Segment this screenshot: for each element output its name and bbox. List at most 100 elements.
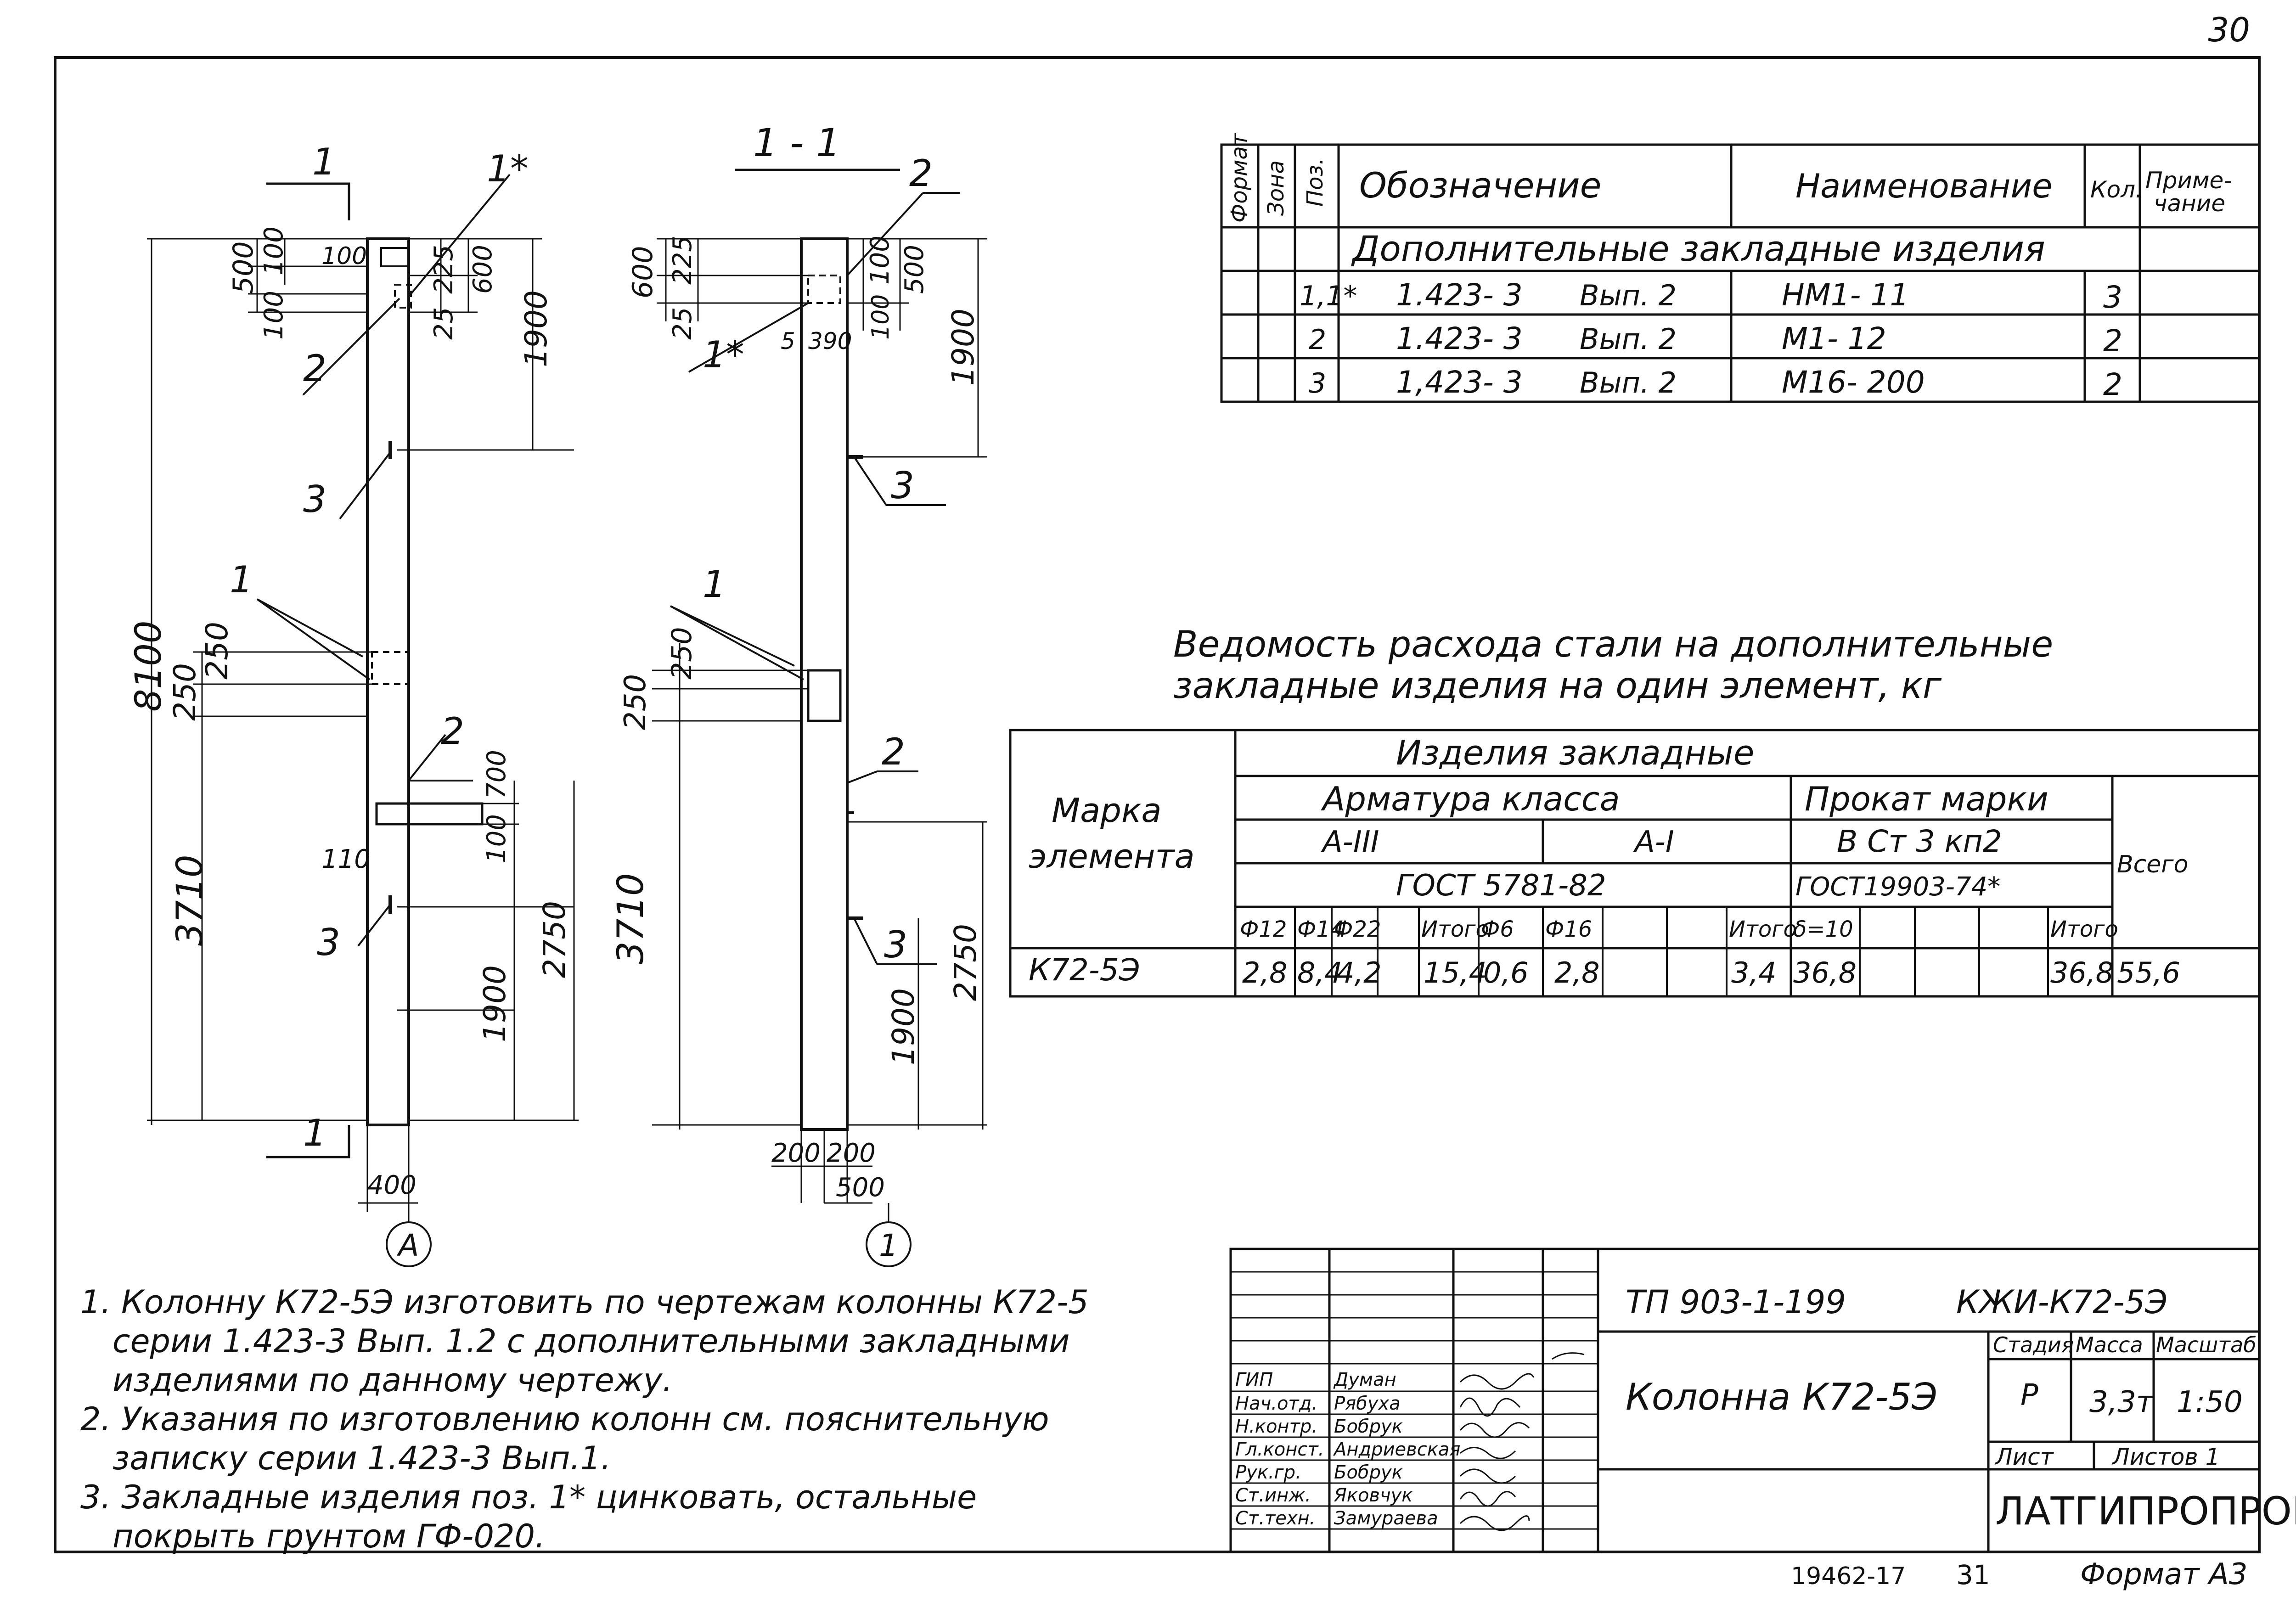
- steel-val-f16: 2,8: [1554, 956, 1600, 989]
- spec-row-3-issue: Вып. 2: [1580, 366, 1677, 399]
- dim-250-section-b: 250: [619, 674, 653, 730]
- axis-bubble-A: [386, 1221, 432, 1267]
- callout-2-section-mid: 2: [882, 731, 905, 773]
- steel-row-values: 2,8 8,4 4,2 15,4 0,6 2,8 3,4 36,8 36,8 5…: [1242, 956, 2180, 989]
- dim-25-section: 25: [668, 307, 698, 340]
- spec-header-pos: Поз.: [1302, 158, 1328, 207]
- dim-3710-facade: 3710: [169, 854, 211, 946]
- footer-sheet: 31: [1956, 1559, 1990, 1591]
- dim-25-facade: 25: [429, 307, 459, 340]
- callout-2-section-top: 2: [909, 152, 933, 195]
- spec-row-1-issue: Вып. 2: [1580, 279, 1677, 312]
- dim-500-facade: 500: [227, 241, 259, 294]
- note-1-line-1: 1. Колонну К72-5Э изготовить по чертежам…: [80, 1283, 1089, 1321]
- callout-3-facade-top: 3: [303, 478, 326, 521]
- dim-1900-section-low: 1900: [886, 988, 921, 1065]
- footer-inventory: 19462-17: [1791, 1563, 1906, 1590]
- tb-title: Колонна К72-5Э: [1626, 1376, 1937, 1418]
- tb-stage-header: Стадия: [1993, 1332, 2074, 1357]
- staff-role-6: Ст.инж.: [1235, 1485, 1311, 1506]
- dim-200-section-b: 200: [827, 1138, 876, 1168]
- staff-role-7: Ст.техн.: [1235, 1508, 1315, 1529]
- staff-role-1: ГИП: [1235, 1369, 1273, 1390]
- dim-250-facade-a: 250: [199, 622, 235, 680]
- spec-header-qty: Кол.: [2090, 176, 2143, 203]
- dim-225-section: 225: [668, 236, 698, 285]
- staff-name-2: Рябуха: [1334, 1393, 1401, 1414]
- steel-title-line-2: закладные изделия на один элемент, кг: [1173, 665, 1942, 707]
- tb-scale: 1:50: [2177, 1385, 2243, 1419]
- steel-mark-header-2: элемента: [1029, 837, 1195, 876]
- steel-val-total-1: 15,4: [1424, 956, 1487, 989]
- signatures: [1459, 1352, 1585, 1531]
- section-title: 1 - 1: [753, 120, 841, 165]
- dim-1900-section-top: 1900: [945, 309, 981, 386]
- dim-100-facade-b: 100: [259, 226, 289, 275]
- dim-2750-facade: 2750: [537, 901, 572, 978]
- tb-stage: Р: [2020, 1378, 2038, 1412]
- staff-role-5: Рук.гр.: [1235, 1462, 1301, 1483]
- steel-val-delta10: 36,8: [1793, 956, 1857, 989]
- dim-3710-section: 3710: [610, 873, 652, 964]
- steel-val-total-2: 3,4: [1731, 956, 1777, 989]
- dim-100-facade-c: 100: [259, 291, 289, 340]
- dim-8100: 8100: [128, 620, 169, 712]
- dim-600-facade: 600: [468, 245, 498, 294]
- column-facade: [366, 237, 410, 1126]
- tb-mass-header: Масса: [2076, 1332, 2143, 1357]
- spec-row-3-qty: 2: [2103, 367, 2122, 402]
- dim-250-section-a: 250: [666, 627, 698, 680]
- steel-col-f12: Ф12: [1240, 916, 1287, 942]
- staff-name-6: Яковчук: [1334, 1485, 1412, 1506]
- dim-500-section: 500: [900, 245, 929, 294]
- dim-110-facade: 110: [321, 844, 371, 874]
- callout-1star-section: 1*: [703, 333, 744, 376]
- steel-gost1-header: ГОСТ 5781-82: [1396, 869, 1606, 903]
- title-block: ТП 903-1-199 КЖИ-К72-5Э Колонна К72-5Э С…: [1229, 1248, 2296, 1553]
- dim-390-section: 390: [808, 328, 852, 354]
- dim-200-section-a: 200: [771, 1138, 821, 1168]
- steel-col-headers: Ф12 Ф14 Ф22 Итого Ф6 Ф16 Итого δ=10 Итог…: [1240, 916, 2118, 942]
- steel-val-f12: 2,8: [1242, 956, 1288, 989]
- steel-col-f14: Ф14: [1297, 916, 1344, 942]
- spec-row-1-designation: 1.423- 3: [1396, 277, 1523, 313]
- steel-group-header: Изделия закладные: [1396, 733, 1754, 773]
- spec-header-designation: Обозначение: [1359, 165, 1601, 206]
- tb-scale-header: Масштаб: [2156, 1332, 2257, 1357]
- steel-col-delta10: δ=10: [1793, 916, 1853, 942]
- steel-val-f22: 4,2: [1336, 956, 1382, 989]
- steel-col-total-1: Итого: [1421, 916, 1489, 942]
- note-2-line-2: записку серии 1.423-3 Вып.1.: [113, 1439, 611, 1477]
- tb-organization: ЛАТГИПРОПРОМ: [1995, 1489, 2296, 1534]
- dim-2750-section: 2750: [948, 924, 983, 1001]
- dim-100-facade-a: 100: [321, 242, 367, 270]
- spec-section-title: Дополнительные закладные изделия: [1351, 228, 2045, 269]
- callout-1star-facade: 1*: [487, 147, 529, 190]
- notes: 1. Колонну К72-5Э изготовить по чертежам…: [80, 1283, 1089, 1555]
- steel-val-total-3: 36,8: [2050, 956, 2114, 989]
- tb-sheets-header: Листов 1: [2111, 1444, 2220, 1470]
- steel-vst-header: В Ст 3 кп2: [1837, 824, 2002, 859]
- staff-name-5: Бобрук: [1334, 1462, 1403, 1483]
- spec-row-2-designation: 1.423- 3: [1396, 321, 1523, 356]
- callout-2-facade-mid: 2: [441, 710, 464, 753]
- staff-name-1: Думан: [1333, 1369, 1396, 1390]
- spec-row-1-name: НМ1- 11: [1782, 277, 1909, 313]
- note-3-line-1: 3. Закладные изделия поз. 1* цинковать, …: [80, 1478, 977, 1516]
- tb-staff: ГИП Думан Нач.отд. Рябуха Н.контр. Бобру…: [1235, 1369, 1460, 1529]
- footer-format: Формат А3: [2080, 1557, 2248, 1591]
- steel-col-f6: Ф6: [1481, 916, 1514, 942]
- axis-bubble-1: [866, 1221, 912, 1267]
- note-2-line-1: 2. Указания по изготовлению колонн см. п…: [80, 1400, 1049, 1438]
- callout-2-facade-top: 2: [303, 347, 326, 390]
- spec-row-2-pos: 2: [1309, 324, 1326, 356]
- dim-100-section-a: 100: [865, 236, 895, 285]
- steel-table: Марка элемента Изделия закладные Арматур…: [1009, 729, 2261, 998]
- callout-3-section-low: 3: [884, 923, 907, 966]
- axis-label-A: A: [396, 1228, 419, 1263]
- dim-100-section-b: 100: [867, 294, 895, 340]
- callout-1-section-mid: 1: [703, 563, 726, 606]
- callout-3-facade-low: 3: [317, 921, 340, 964]
